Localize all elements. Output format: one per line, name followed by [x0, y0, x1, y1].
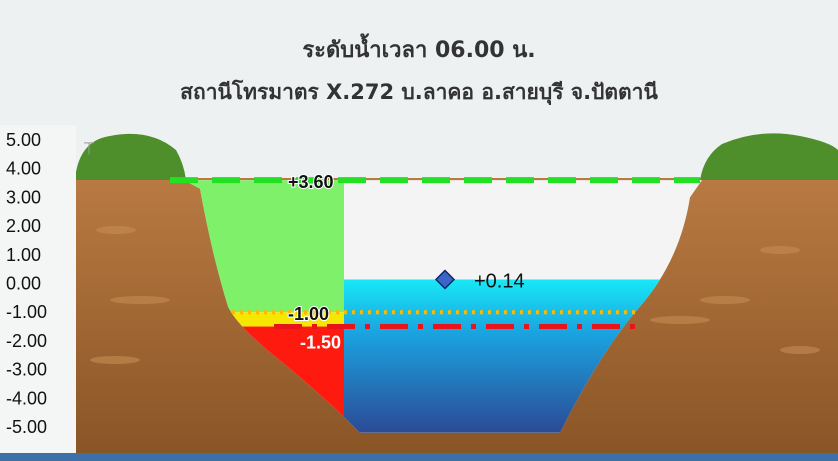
y-axis-panel [0, 125, 76, 453]
earth-streak [90, 356, 140, 364]
earth-streak [700, 296, 750, 304]
chart-subtitle: สถานีโทรมาตร X.272 บ.ลาคอ อ.สายบุรี จ.ปั… [180, 80, 658, 104]
bottom-bar [0, 453, 838, 461]
y-tick-label: 3.00 [6, 187, 41, 207]
current-level-label: +0.14 [474, 270, 525, 292]
y-tick-label: 2.00 [6, 216, 41, 236]
y-tick-label: 1.00 [6, 245, 41, 265]
y-tick-label: 5.00 [6, 130, 41, 150]
earth-streak [110, 296, 170, 304]
y-tick-label: -1.00 [6, 302, 47, 322]
earth-streak [650, 316, 710, 324]
threshold-label-critical: -1.50 [300, 333, 341, 353]
y-tick-label: -5.00 [6, 417, 47, 437]
y-tick-label: 4.00 [6, 159, 41, 179]
current-level-marker [434, 269, 456, 290]
grass-right [700, 133, 838, 180]
threshold-label-warning: -1.00 [288, 304, 329, 324]
y-tick-label: 0.00 [6, 274, 41, 294]
y-tick-label: -4.00 [6, 388, 47, 408]
earth-streak [760, 246, 800, 254]
earth-streak [780, 346, 820, 354]
y-tick-label: -3.00 [6, 360, 47, 380]
y-tick-label: -2.00 [6, 331, 47, 351]
earth-streak [96, 226, 136, 234]
threshold-label-bank: +3.60 [288, 172, 334, 192]
grass-left [76, 133, 186, 180]
chart-title: ระดับน้ำเวลา 06.00 น. [302, 38, 536, 63]
